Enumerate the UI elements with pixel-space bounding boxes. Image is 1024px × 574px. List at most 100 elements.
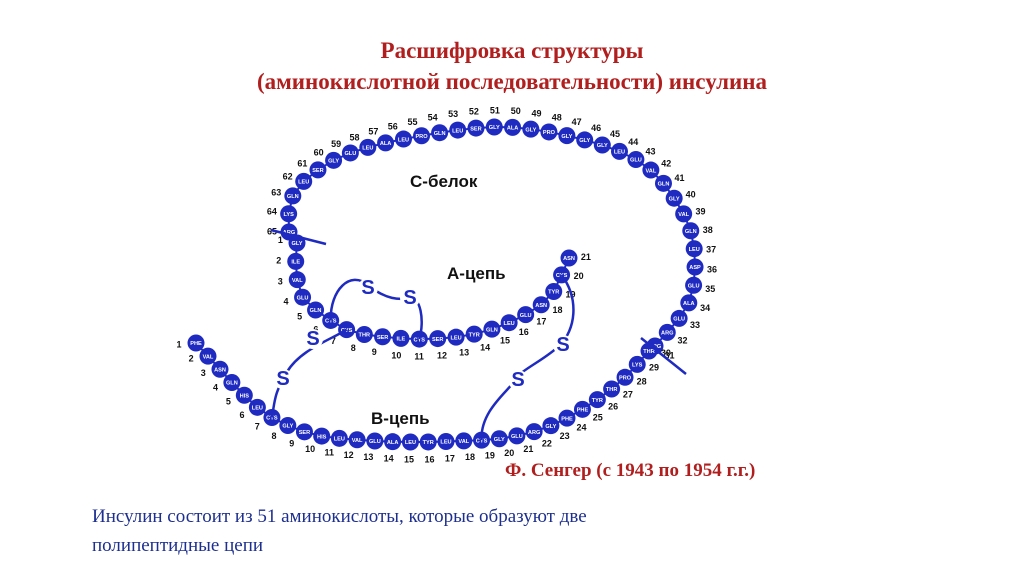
residue-name: GLU [297, 295, 309, 301]
residue-number: 5 [226, 397, 231, 407]
residue-circle [395, 130, 413, 148]
residue-circle [490, 430, 508, 448]
residue-name: LEU [504, 321, 515, 327]
residue-name: ALA [387, 440, 399, 446]
sulfur-backdrop [400, 288, 420, 308]
residue-number: 14 [480, 343, 490, 353]
residue-number: 4 [213, 383, 218, 393]
residue-number: 39 [695, 207, 705, 217]
residue-circle [455, 432, 473, 450]
residue-circle [211, 360, 229, 378]
residue-circle [288, 271, 306, 289]
residue-number: 3 [278, 277, 283, 287]
residue-circle [437, 433, 455, 451]
residue-circle [670, 309, 688, 327]
residue-name: PRO [619, 375, 632, 381]
residue-circle [419, 433, 437, 451]
residue-name: GLY [282, 424, 293, 430]
residue-name: CYS [266, 416, 278, 422]
residue-name: GLY [561, 134, 572, 140]
disulfide-line [480, 274, 575, 441]
residue-circle [558, 127, 576, 145]
residue-name: CYS [325, 319, 337, 325]
residue-circle [294, 288, 312, 306]
residue-name: HIS [317, 434, 327, 440]
residue-name: PRO [415, 134, 428, 140]
residue-circle [685, 240, 703, 258]
residue-circle [465, 325, 483, 343]
residue-number: 36 [707, 264, 717, 274]
residue-circle [508, 427, 526, 445]
residue-name: ALA [507, 126, 519, 132]
residue-name: THR [643, 349, 655, 355]
residue-number: 15 [404, 454, 414, 464]
residue-number: 33 [690, 320, 700, 330]
residue-number: 63 [271, 187, 281, 197]
residue-number: 22 [542, 438, 552, 448]
sulfur-atom: S [361, 277, 374, 299]
residue-circle [658, 323, 676, 341]
sulfur-backdrop [303, 329, 323, 349]
residue-circle [576, 131, 594, 149]
residue-number: 16 [424, 454, 434, 464]
residue-number: 64 [267, 207, 277, 217]
residue-name: GLU [344, 151, 356, 157]
residue-name: GLN [434, 131, 446, 137]
residue-number: 62 [283, 171, 293, 181]
residue-number: 1 [278, 235, 283, 245]
residue-number: 9 [372, 347, 377, 357]
residue-number: 29 [649, 362, 659, 372]
residue-number: 52 [469, 107, 479, 117]
residue-number: 14 [384, 454, 394, 464]
residue-number: 18 [553, 305, 563, 315]
residue-number: 27 [623, 389, 633, 399]
sulfur-backdrop [508, 370, 528, 390]
title-line-2: (аминокислотной последовательности) инсу… [256, 69, 768, 94]
residue-circle [532, 296, 550, 314]
residue-name: ARG [661, 331, 673, 337]
residue-circle [675, 205, 693, 223]
residue-circle [199, 347, 217, 365]
c-peptide-chain: ARG31ARG32GLU33ALA34GLU35ASP36LEU37GLN38… [267, 106, 717, 361]
residue-number: 10 [305, 444, 315, 454]
residue-circle [235, 386, 253, 404]
residue-circle [279, 417, 297, 435]
residue-number: 5 [297, 312, 302, 322]
residue-number: 12 [437, 351, 447, 361]
residue-circle [467, 119, 485, 137]
residue-number: 12 [344, 450, 354, 460]
label-a-chain: А-цепь [447, 264, 506, 283]
residue-circle [642, 161, 660, 179]
residue-circle [525, 423, 543, 441]
residue-name: ARG [283, 230, 295, 236]
residue-name: GLU [520, 313, 532, 319]
residue-number: 20 [574, 271, 584, 281]
residue-number: 8 [272, 431, 277, 441]
